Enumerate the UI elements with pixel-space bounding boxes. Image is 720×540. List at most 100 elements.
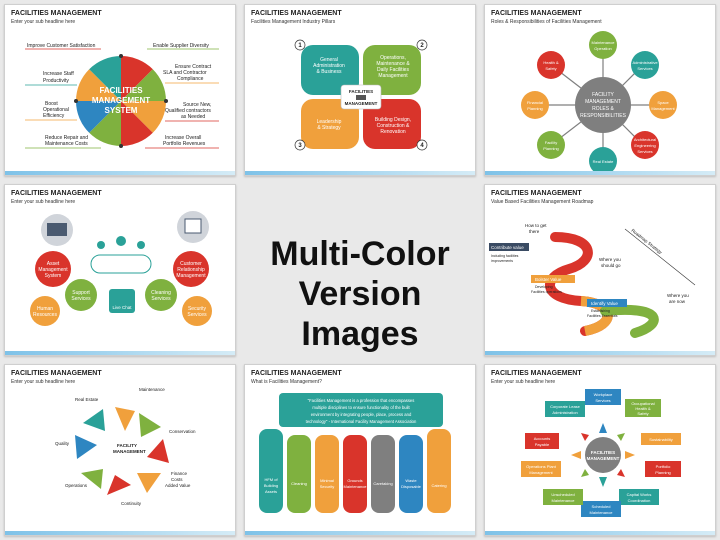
svg-text:System: System xyxy=(45,273,62,279)
svg-text:Where you: Where you xyxy=(599,257,621,262)
svg-text:Services: Services xyxy=(151,296,171,302)
svg-text:Corporate Lease: Corporate Lease xyxy=(550,404,581,409)
slide-footer-bar xyxy=(5,171,235,175)
svg-text:Cleaning: Cleaning xyxy=(151,290,171,296)
version-title: Multi-Color Version Images xyxy=(250,234,470,354)
svg-text:Productivity: Productivity xyxy=(43,78,69,84)
svg-text:Real Estate: Real Estate xyxy=(75,397,99,402)
radial-boxes-diagram: FACILITIES MANAGEMENT WorkplaceServices … xyxy=(521,389,681,517)
svg-text:Safety: Safety xyxy=(637,411,648,416)
svg-text:technology" - International Fa: technology" - International Facility Man… xyxy=(306,419,417,424)
svg-text:Planning: Planning xyxy=(655,470,671,475)
svg-text:FACILITIES: FACILITIES xyxy=(349,89,373,94)
slide-thumbnail-7[interactable]: FACILITIES MANAGEMENT What is Facilities… xyxy=(244,364,476,536)
svg-text:FACILITY: FACILITY xyxy=(117,443,137,448)
svg-text:Costs: Costs xyxy=(171,477,183,482)
wheel-center-1: FACILITIES xyxy=(99,86,143,95)
svg-text:General: General xyxy=(320,57,338,63)
slide-footer-bar xyxy=(485,531,715,535)
svg-text:Maintenance: Maintenance xyxy=(344,484,368,489)
slide-footer-bar xyxy=(5,531,235,535)
svg-text:Space: Space xyxy=(657,100,669,105)
svg-text:Construction &: Construction & xyxy=(377,123,410,129)
svg-text:Capital Works: Capital Works xyxy=(627,492,652,497)
svg-text:environment by integrating peo: environment by integrating people, place… xyxy=(311,412,412,417)
svg-text:"Facilities Management is a pr: "Facilities Management is a profession t… xyxy=(308,398,415,403)
svg-text:3: 3 xyxy=(298,143,302,149)
svg-text:Roadmap Strategy: Roadmap Strategy xyxy=(630,228,663,256)
svg-text:2: 2 xyxy=(420,43,424,49)
slide-subtitle: Value Based Facilities Management Roadma… xyxy=(491,199,594,205)
svg-text:Services: Services xyxy=(71,296,91,302)
svg-text:Administration: Administration xyxy=(552,410,577,415)
svg-text:Facilities operations: Facilities operations xyxy=(531,290,562,294)
svg-text:Catering: Catering xyxy=(431,483,446,488)
slide-thumbnail-4[interactable]: FACILITIES MANAGEMENT Enter your sub hea… xyxy=(4,184,236,356)
slide-subtitle: Facilities Management Industry Pillars xyxy=(251,19,336,25)
svg-text:as Needed: as Needed xyxy=(181,114,205,120)
svg-text:Health &: Health & xyxy=(543,60,559,65)
slide-thumbnail-6[interactable]: FACILITIES MANAGEMENT Enter your sub hea… xyxy=(4,364,236,536)
svg-text:improvements: improvements xyxy=(491,259,513,263)
slide-footer-bar xyxy=(245,531,475,535)
slide-footer-bar xyxy=(5,351,235,355)
svg-text:are now: are now xyxy=(669,299,686,304)
wheel-center-3: SYSTEM xyxy=(105,106,138,115)
svg-text:Source New,: Source New, xyxy=(183,102,211,108)
svg-text:Increase Staff: Increase Staff xyxy=(43,71,74,77)
svg-text:Services: Services xyxy=(187,312,207,318)
svg-text:Increase Overall: Increase Overall xyxy=(165,135,201,141)
svg-text:Sustainability: Sustainability xyxy=(649,437,673,442)
svg-text:Enable Supplier Diversity: Enable Supplier Diversity xyxy=(153,43,209,49)
svg-text:multiple disciplines to ensure: multiple disciplines to ensure functiona… xyxy=(312,405,410,410)
svg-text:Customer: Customer xyxy=(180,261,202,267)
svg-text:Planning: Planning xyxy=(527,106,543,111)
svg-text:Conservation: Conservation xyxy=(169,429,196,434)
slide-thumbnail-8[interactable]: FACILITIES MANAGEMENT Enter your sub hea… xyxy=(484,364,716,536)
svg-text:Boost: Boost xyxy=(45,101,58,107)
svg-text:Security: Security xyxy=(188,306,207,312)
slide-thumbnail-3[interactable]: FACILITIES MANAGEMENT Roles & Responsibi… xyxy=(484,4,716,176)
svg-text:Operations Plant: Operations Plant xyxy=(526,464,557,469)
svg-text:Identify Value: Identify Value xyxy=(591,301,618,306)
svg-text:Management: Management xyxy=(651,106,675,111)
svg-text:Architectural: Architectural xyxy=(634,137,656,142)
svg-text:Operation: Operation xyxy=(594,46,612,51)
columns-diagram: "Facilities Management is a profession t… xyxy=(259,393,451,513)
svg-text:Improve Customer Satisfaction: Improve Customer Satisfaction xyxy=(27,43,96,49)
slide-thumbnail-1[interactable]: FACILITIES MANAGEMENT Enter your sub hea… xyxy=(4,4,236,176)
svg-text:& Business: & Business xyxy=(316,69,342,75)
wheel-center-2: MANAGEMENT xyxy=(92,96,150,105)
slide-title: FACILITIES MANAGEMENT xyxy=(11,370,102,377)
svg-text:4: 4 xyxy=(420,143,424,149)
svg-text:Administration: Administration xyxy=(313,63,345,69)
slide-footer-bar xyxy=(485,351,715,355)
svg-text:Building: Building xyxy=(264,483,278,488)
svg-text:Services: Services xyxy=(595,398,610,403)
svg-text:Reduce Repair and: Reduce Repair and xyxy=(45,135,88,141)
slide-subtitle: What is Facilities Management? xyxy=(251,379,322,385)
svg-text:FACILITY: FACILITY xyxy=(592,92,614,98)
slide-thumbnail-2[interactable]: FACILITIES MANAGEMENT Facilities Managem… xyxy=(244,4,476,176)
slide-subtitle: Enter your sub headline here xyxy=(11,379,76,385)
slide-thumbnail-5[interactable]: FACILITIES MANAGEMENT Value Based Facili… xyxy=(484,184,716,356)
slide-title: FACILITIES MANAGEMENT xyxy=(251,370,342,377)
version-title-line-2: Version Images xyxy=(298,275,422,353)
svg-text:Management: Management xyxy=(176,273,206,279)
svg-text:Maintenance: Maintenance xyxy=(590,510,614,515)
svg-text:Disposable: Disposable xyxy=(401,484,422,489)
slide-footer-bar xyxy=(245,171,475,175)
svg-text:Leadership: Leadership xyxy=(317,119,342,125)
svg-text:MANAGEMENT: MANAGEMENT xyxy=(113,449,146,454)
svg-text:Cleaning: Cleaning xyxy=(291,481,307,486)
slide-title: FACILITIES MANAGEMENT xyxy=(251,10,342,17)
slide-title: FACILITIES MANAGEMENT xyxy=(491,370,582,377)
svg-text:Portfolio: Portfolio xyxy=(656,464,671,469)
svg-text:Establishing: Establishing xyxy=(591,309,610,313)
svg-text:Building Design,: Building Design, xyxy=(375,117,411,123)
svg-text:Qualified contractors: Qualified contractors xyxy=(165,108,211,114)
slide-subtitle: Roles & Responsibilities of Facilities M… xyxy=(491,19,602,25)
roadmap-diagram: How to get there Contribute value Includ… xyxy=(489,223,696,338)
svg-text:Health &: Health & xyxy=(635,406,651,411)
svg-text:there: there xyxy=(529,229,540,234)
